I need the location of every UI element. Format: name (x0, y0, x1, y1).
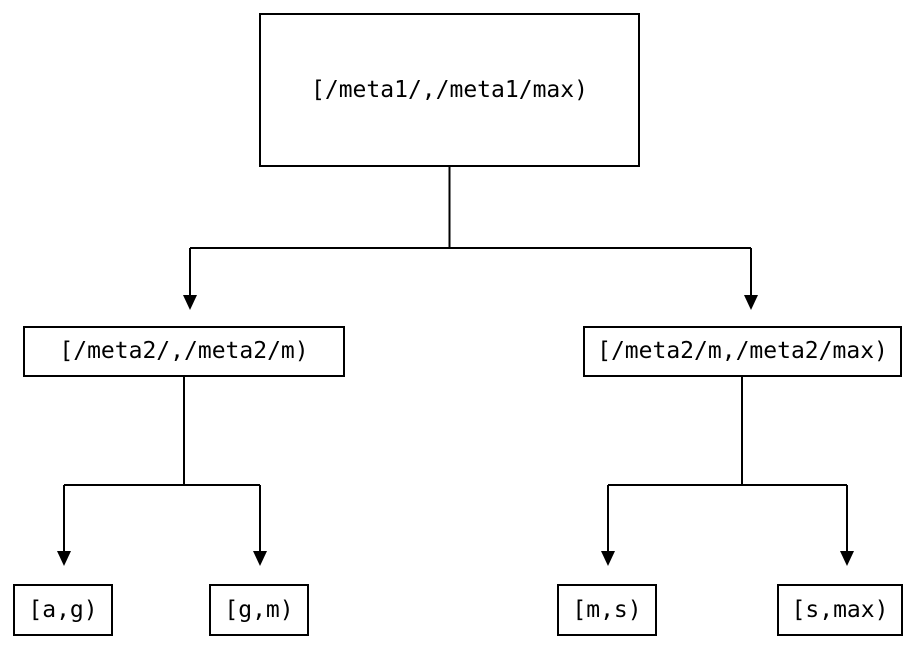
arrowhead-down-icon (253, 551, 267, 566)
arrowhead-down-icon (840, 551, 854, 566)
tree-node-leaf-2: [g,m) (209, 584, 309, 636)
arrowhead-down-icon (744, 295, 758, 310)
tree-node-leaf-1: [a,g) (13, 584, 113, 636)
arrowhead-down-icon (601, 551, 615, 566)
tree-node-root: [/meta1/,/meta1/max) (259, 13, 640, 167)
arrowhead-down-icon (183, 295, 197, 310)
tree-node-left: [/meta2/,/meta2/m) (23, 326, 345, 377)
tree-node-leaf-4: [s,max) (777, 584, 903, 636)
arrowhead-down-icon (57, 551, 71, 566)
tree-node-right: [/meta2/m,/meta2/max) (583, 326, 902, 377)
tree-node-leaf-3: [m,s) (557, 584, 657, 636)
